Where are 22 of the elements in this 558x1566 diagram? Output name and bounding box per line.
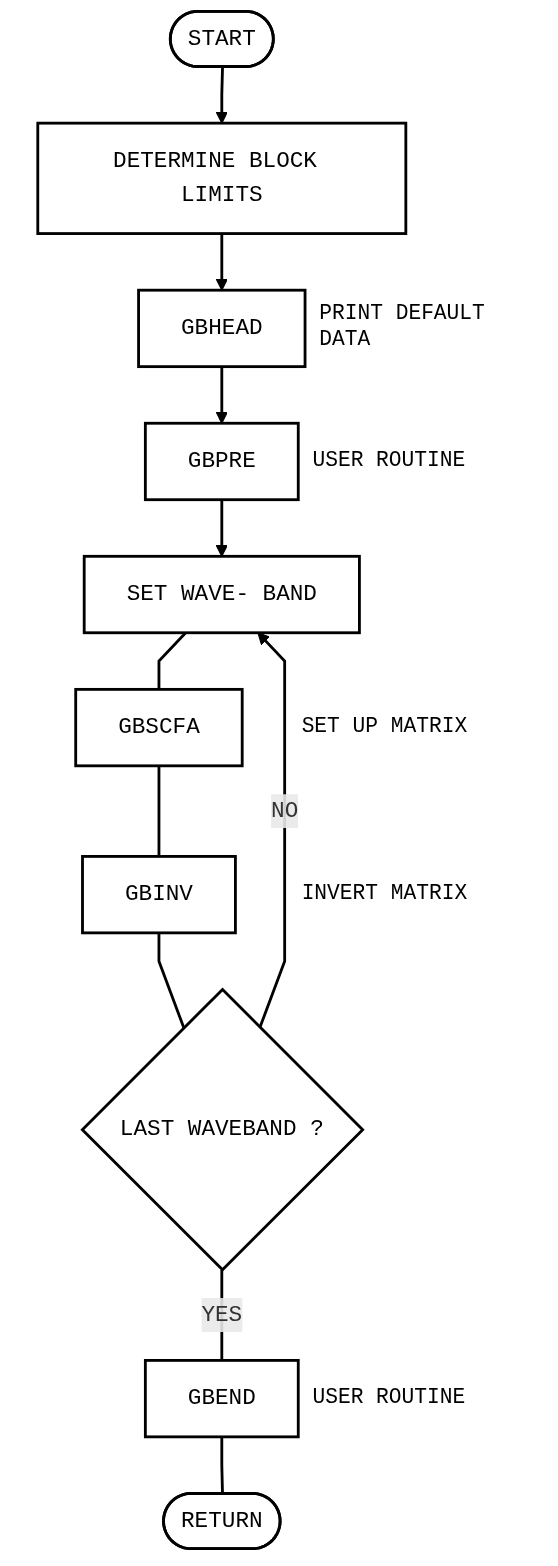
side-note: USER ROUTINE xyxy=(312,1385,467,1412)
node-box: DETERMINE BLOCK LIMITS xyxy=(36,121,408,235)
node-box: GBHEAD xyxy=(137,288,307,369)
edge-label: YES xyxy=(201,1302,243,1328)
node-box: GBPRE xyxy=(143,421,300,502)
side-note: PRINT DEFAULT DATA xyxy=(319,301,486,355)
arrow xyxy=(215,233,229,291)
node-box: GBEND xyxy=(143,1359,300,1439)
side-note: USER ROUTINE xyxy=(312,448,467,475)
node-diamond: LAST WAVEBAND ? xyxy=(80,987,365,1272)
node-box: SET WAVE- BAND xyxy=(82,554,361,635)
edge-label: NO xyxy=(271,798,299,824)
connector xyxy=(157,932,186,1029)
node-box: GBINV xyxy=(81,855,237,935)
connector xyxy=(157,765,161,857)
arrow xyxy=(215,366,229,424)
node-box: GBSCFA xyxy=(74,687,244,768)
arrow xyxy=(215,499,229,557)
side-note: INVERT MATRIX xyxy=(301,881,469,908)
side-note: SET UP MATRIX xyxy=(301,714,469,741)
arrow xyxy=(215,67,229,124)
arrow xyxy=(257,632,287,1029)
